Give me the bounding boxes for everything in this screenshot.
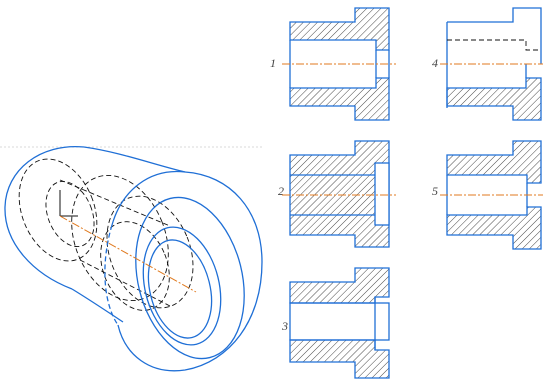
section-bottom-5 — [446, 206, 542, 250]
hidden-step-2 — [106, 195, 194, 309]
flange-front-face — [135, 196, 245, 360]
option-label-4: 4 — [432, 56, 438, 70]
flange-back-left — [104, 224, 119, 326]
outline-top — [447, 7, 542, 64]
option-label-1: 1 — [270, 56, 276, 70]
isometric-bushing — [4, 145, 263, 372]
option-1[interactable]: 1 — [270, 7, 396, 121]
hidden-bore-back — [18, 158, 98, 262]
section-top-3 — [289, 267, 390, 304]
hidden-bore-top — [447, 39, 541, 51]
bore-ring-inner — [147, 239, 213, 339]
bore-3 — [289, 302, 390, 341]
hidden-generatrix-2 — [79, 259, 171, 307]
section-top-5 — [446, 140, 542, 184]
section-bottom-4 — [446, 77, 542, 121]
option-label-3: 3 — [281, 319, 288, 333]
section-solid — [289, 140, 390, 248]
bore-ring-outer — [142, 226, 222, 346]
body-top-edge — [83, 146, 186, 173]
hidden-generatrix — [59, 179, 171, 227]
hidden-step-1 — [71, 174, 169, 302]
body-bottom-edge — [71, 288, 124, 323]
section-top — [289, 7, 390, 51]
section-bottom-3 — [289, 339, 390, 379]
option-2[interactable]: 2 — [278, 140, 396, 248]
hidden-bore-back-inner — [45, 180, 95, 248]
body-outline — [4, 145, 85, 290]
axis-centerline — [59, 215, 197, 293]
option-label-2: 2 — [278, 184, 284, 198]
option-4[interactable]: 4 — [432, 7, 543, 121]
hidden-step-3 — [100, 221, 170, 311]
bore-window — [374, 162, 390, 226]
option-3[interactable]: 3 — [281, 267, 390, 379]
section-bottom — [289, 77, 390, 121]
flange-outline — [117, 171, 263, 372]
flange-back-edge — [111, 170, 186, 226]
option-label-5: 5 — [432, 184, 438, 198]
option-5[interactable]: 5 — [432, 140, 543, 250]
